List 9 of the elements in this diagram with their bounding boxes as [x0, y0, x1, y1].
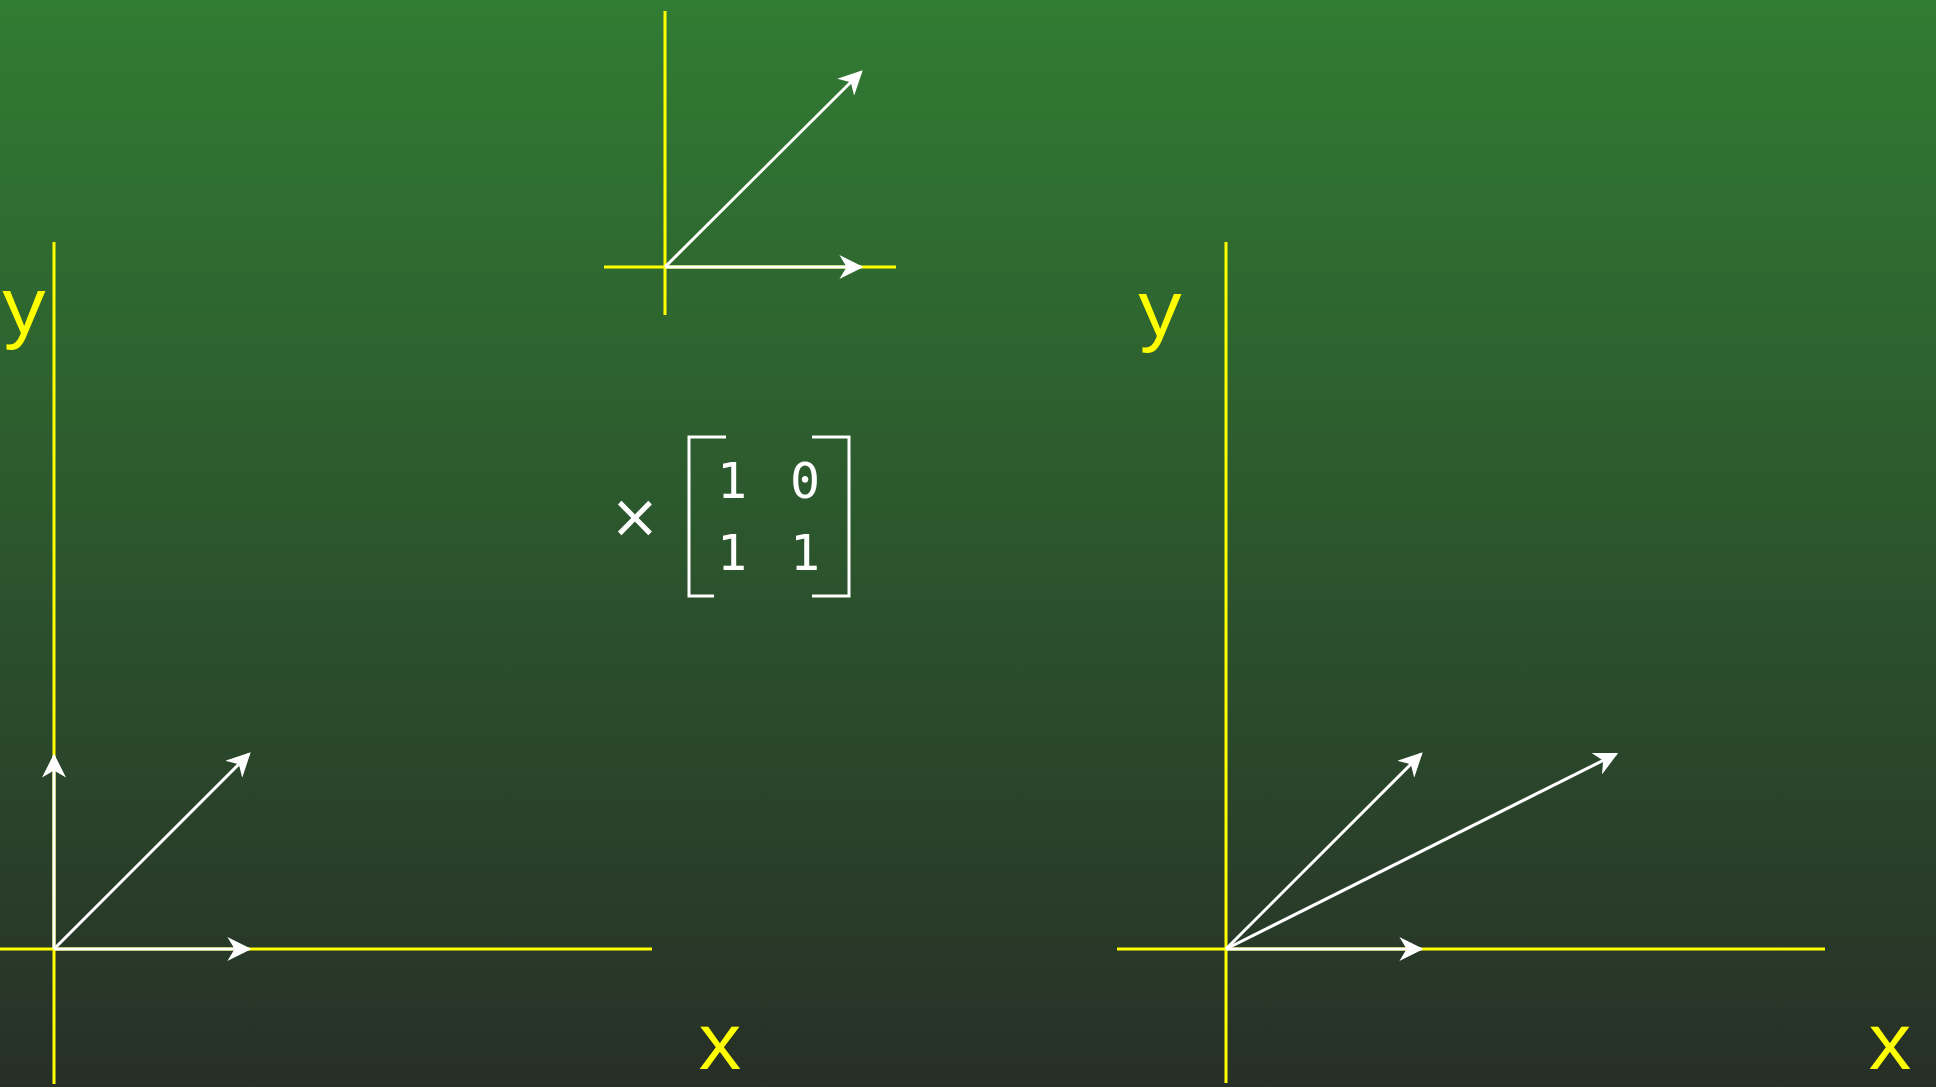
multiplication-sign: ×	[609, 486, 661, 546]
axis-label: x	[1866, 1008, 1914, 1087]
matrix-entry: 0	[789, 456, 821, 506]
axis-label: y	[0, 272, 48, 352]
matrix-entry: 1	[716, 456, 748, 506]
matrix-entry: 1	[716, 528, 748, 578]
axis-label: x	[696, 1008, 744, 1087]
axis-label: y	[1136, 275, 1184, 355]
matrix-entry: 1	[789, 528, 821, 578]
